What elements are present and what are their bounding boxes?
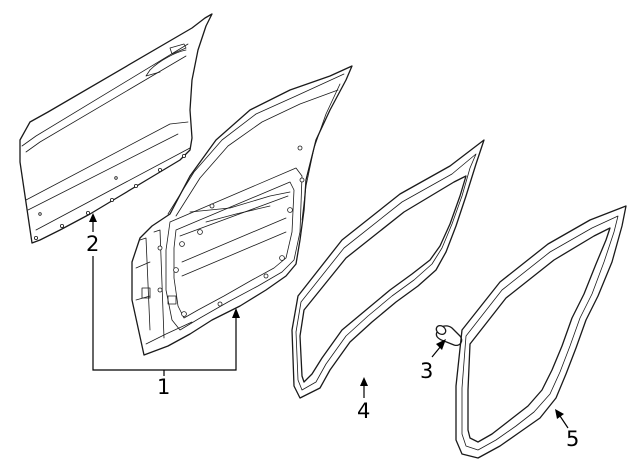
inner-door-shell <box>131 65 353 356</box>
callout-1: 1 <box>157 375 170 399</box>
callout-2: 2 <box>86 232 99 256</box>
body-weatherstrip <box>455 205 627 459</box>
callout-5: 5 <box>566 427 579 451</box>
callout-leaders <box>89 213 569 429</box>
callout-3: 3 <box>420 359 433 383</box>
callout-4: 4 <box>357 399 370 423</box>
outer-door-panel <box>19 13 213 244</box>
door-plug <box>435 324 463 347</box>
door-weatherstrip <box>291 139 485 399</box>
